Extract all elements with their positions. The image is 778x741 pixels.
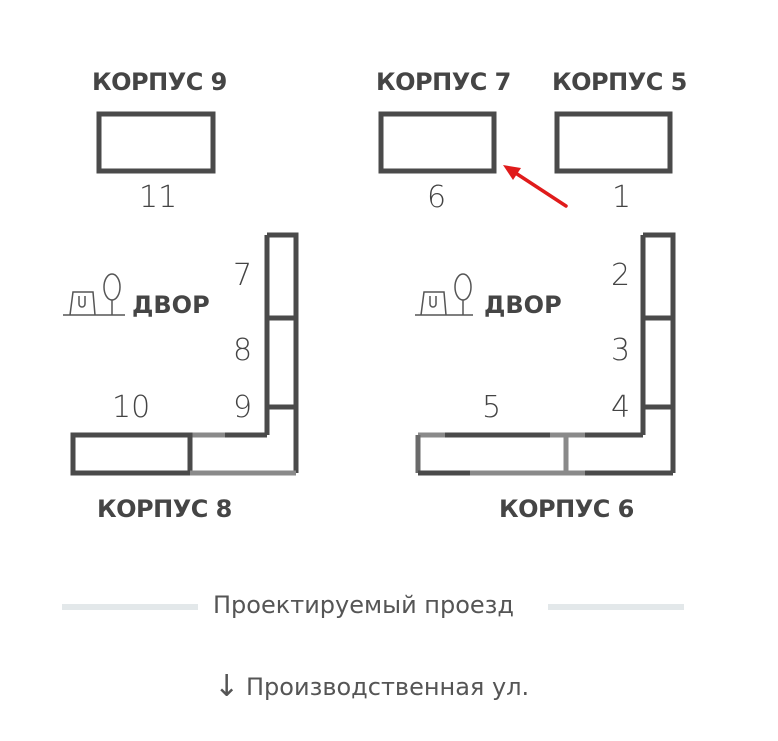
- section-number-3: 3: [611, 333, 631, 368]
- yard-label-left: ДВОР: [132, 291, 210, 319]
- playground-tree-icon: [415, 273, 473, 316]
- section-number-1: 1: [612, 180, 632, 215]
- section-number-10: 10: [112, 390, 151, 425]
- section-number-11: 11: [139, 180, 178, 215]
- section-number-7: 7: [233, 258, 253, 293]
- street-label: Производственная ул.: [246, 673, 530, 701]
- yard-label-right: ДВОР: [484, 291, 562, 319]
- section-number-8: 8: [233, 333, 253, 368]
- korpus-9-label: КОРПУС 9: [92, 68, 227, 96]
- playground-tree-icon: [63, 273, 125, 316]
- down-arrow-icon: ↓: [214, 669, 240, 704]
- korpus-8-outline[interactable]: [70, 232, 299, 476]
- korpus-6-label: КОРПУС 6: [499, 495, 634, 523]
- korpus-6-outline[interactable]: [415, 232, 676, 476]
- korpus-8-label: КОРПУС 8: [97, 495, 232, 523]
- korpus-5-outline[interactable]: [554, 111, 673, 174]
- section-number-9: 9: [233, 390, 253, 425]
- korpus-7-outline[interactable]: [378, 111, 497, 174]
- section-number-6: 6: [427, 180, 447, 215]
- korpus-9-outline[interactable]: [96, 111, 216, 174]
- korpus-7-label: КОРПУС 7: [376, 68, 511, 96]
- red-pointer-arrow-icon: [503, 165, 568, 208]
- section-number-2: 2: [611, 258, 631, 293]
- section-number-4: 4: [611, 390, 631, 425]
- korpus-5-label: КОРПУС 5: [552, 68, 687, 96]
- section-number-5: 5: [482, 390, 502, 425]
- planned-road-label: Проектируемый проезд: [213, 591, 515, 619]
